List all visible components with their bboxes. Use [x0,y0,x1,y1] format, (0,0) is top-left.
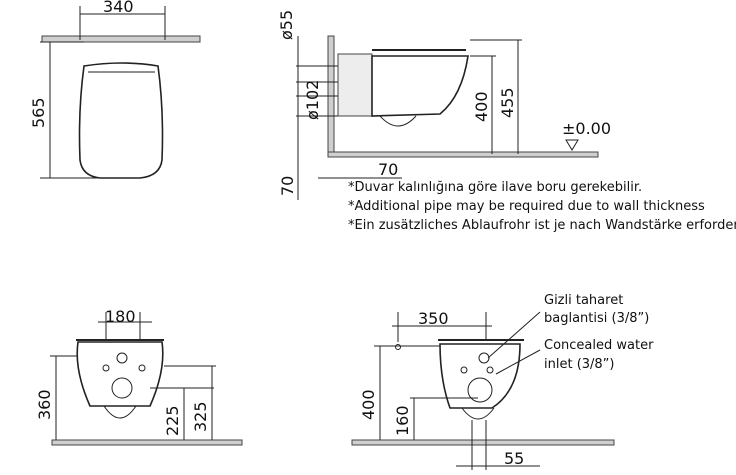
callout-tr-line2: baglantisi (3/8”) [544,311,649,326]
floor-bottom-right [351,439,615,446]
floor-line [327,151,599,158]
floor-level-label: ±0.00 [562,119,611,138]
dim-front-360: 360 [35,389,54,420]
dim-side-350: 350 [418,309,449,328]
mounting-frame [337,53,373,117]
dim-front-325: 325 [191,401,210,432]
callout-en-line2: inlet (3/8”) [544,357,615,372]
side-view-top: ø55 ø102 400 455 ±0.00 70 70 [277,10,611,200]
dim-pipe-waste: ø102 [303,80,322,120]
floor-bottom-left [51,439,243,446]
note-turkish: *Duvar kalınlığına göre ilave boru gerek… [348,180,642,195]
dim-front-225: 225 [163,405,182,436]
side-view-bottom: 350 400 160 55 Gizli taharet baglantisi … [351,293,654,470]
wall-hatch [41,35,201,43]
dim-floor-70: 70 [278,176,297,196]
note-english: *Additional pipe may be required due to … [348,199,705,214]
front-view-top: 340 565 [29,0,201,179]
dim-front-180: 180 [105,307,136,326]
dim-offset-70: 70 [378,160,398,179]
installation-notes: *Duvar kalınlığına göre ilave boru gerek… [348,180,736,233]
toilet-front-body [78,62,164,179]
toilet-side-bottom [439,343,521,409]
callout-en-line1: Concealed water [544,338,654,353]
front-view-bottom: 180 360 225 325 [35,307,243,446]
toilet-front-bottom [76,341,164,407]
callout-tr-line1: Gizli taharet [544,293,623,308]
dim-pipe-top: ø55 [277,10,296,40]
toilet-side-body [371,55,469,117]
dim-front-height: 565 [29,97,48,128]
dim-front-width: 340 [103,0,134,16]
dim-side-455: 455 [498,87,517,118]
note-german: *Ein zusätzliches Ablaufrohr ist je nach… [348,218,736,233]
dim-side-400: 400 [472,91,491,122]
dim-side-55: 55 [504,449,524,468]
dim-side-160: 160 [393,405,412,436]
dim-side-bottom-400: 400 [359,389,378,420]
